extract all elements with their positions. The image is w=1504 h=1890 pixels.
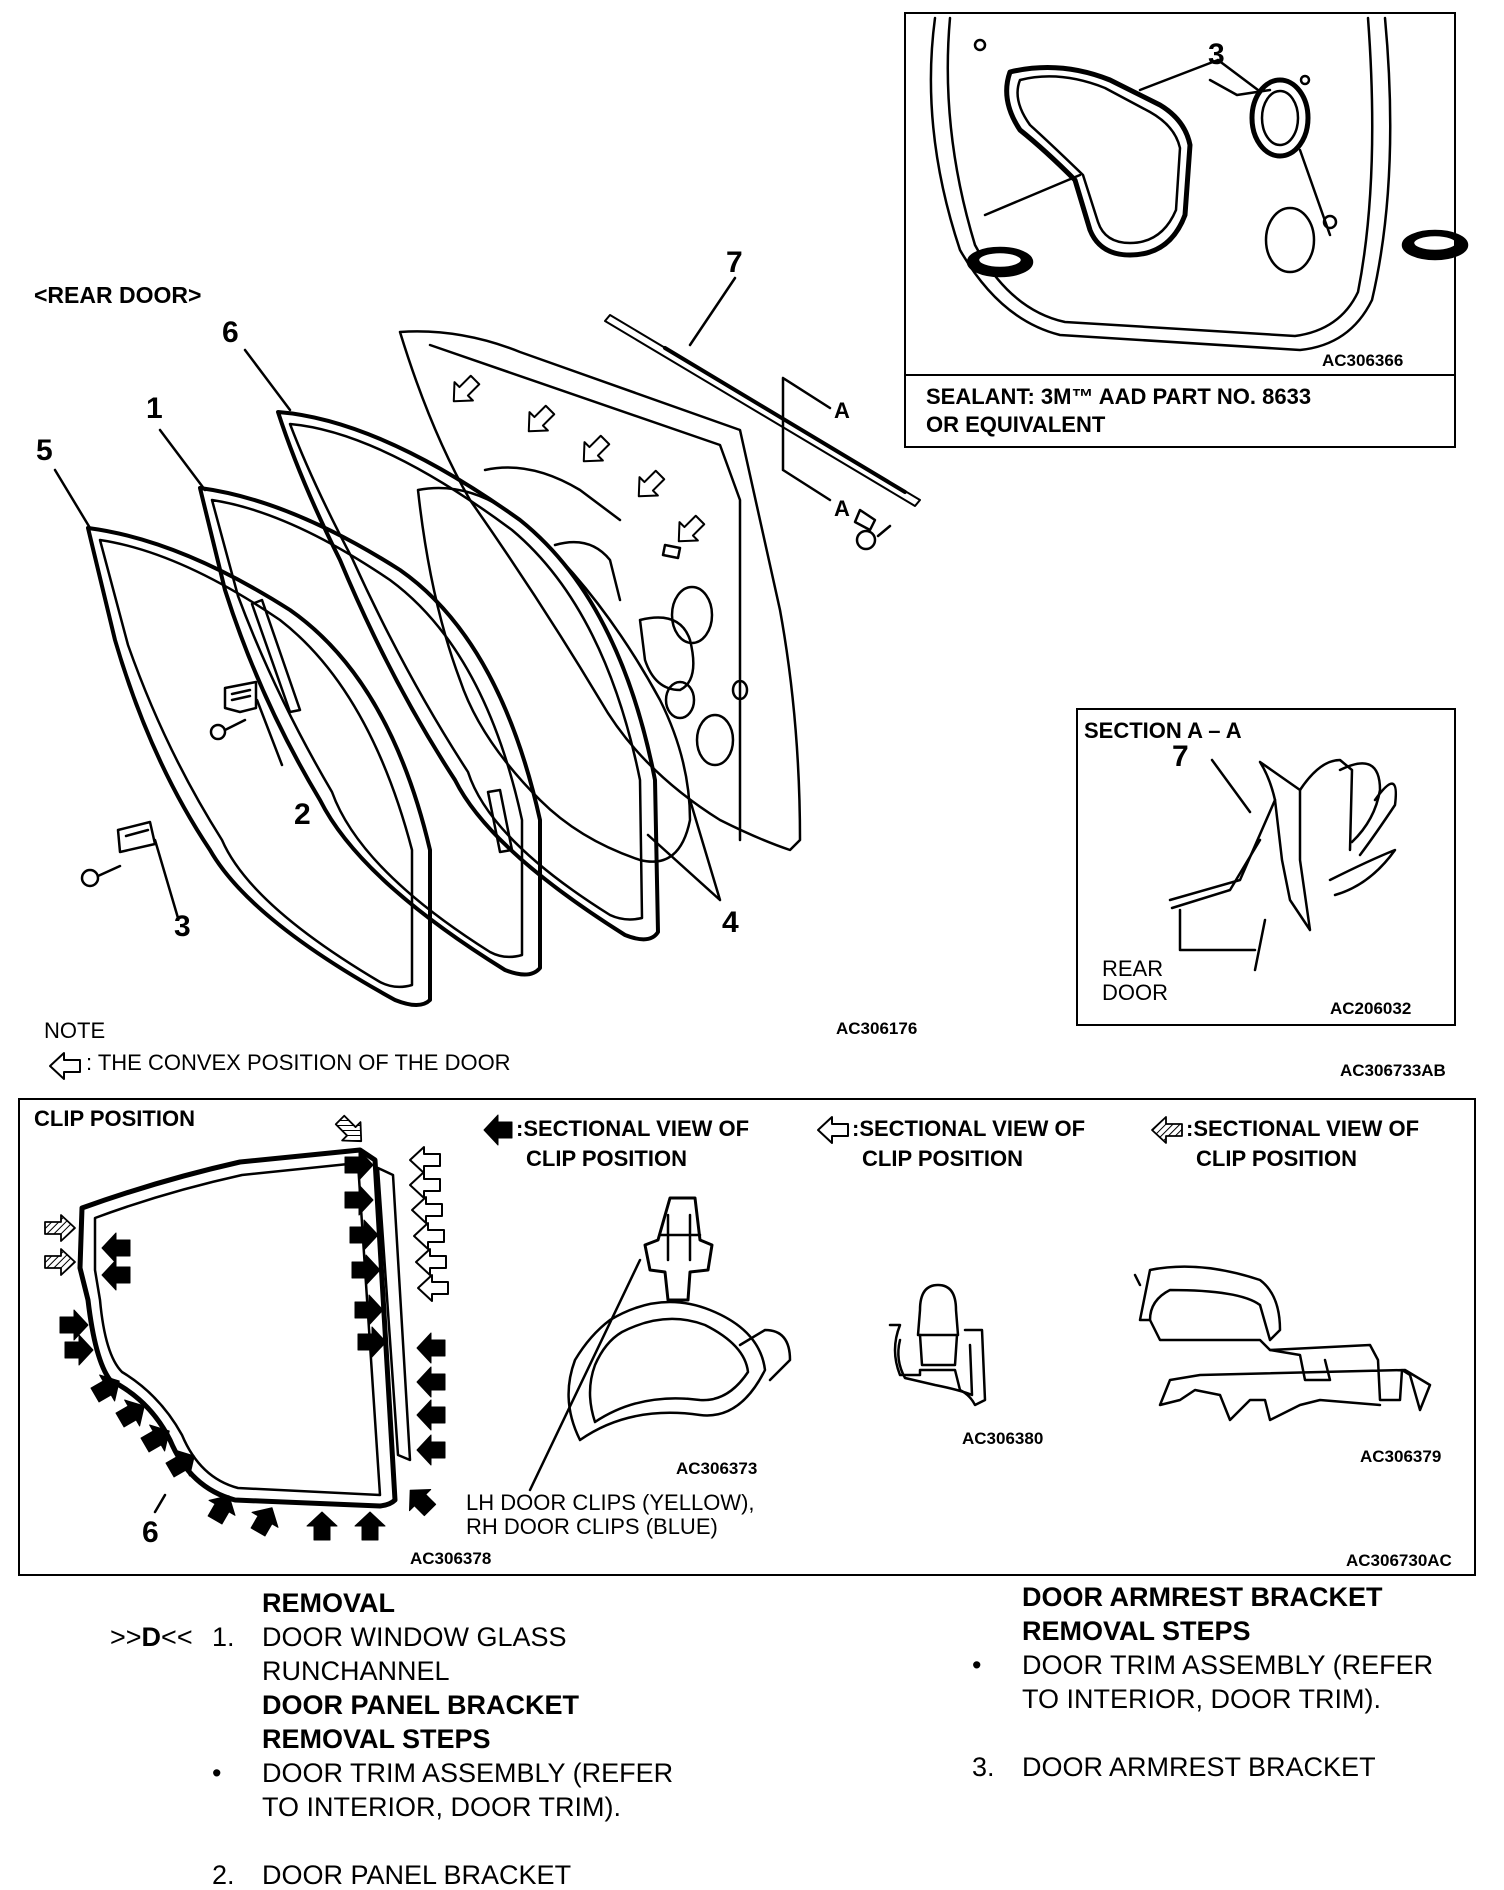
panel-trim-line-1: DOOR TRIM ASSEMBLY (REFER bbox=[262, 1758, 674, 1788]
section-aa-label-line-1: REAR bbox=[1102, 956, 1164, 981]
section-marker-a-bottom: A bbox=[834, 496, 850, 521]
removal-heading: REMOVAL bbox=[262, 1588, 395, 1618]
weatherstrip-5 bbox=[86, 526, 432, 1007]
step-1-line-1: DOOR WINDOW GLASS bbox=[262, 1622, 567, 1652]
sealant-line-1: SEALANT: 3M™ AAD PART NO. 8633 bbox=[926, 384, 1312, 409]
step-2-number: 2. bbox=[212, 1860, 235, 1890]
runchannel-7 bbox=[604, 314, 921, 551]
sealant-door-drawing bbox=[929, 16, 1469, 352]
armrest-bullet: • bbox=[972, 1650, 982, 1680]
step-1-number: 1. bbox=[212, 1622, 235, 1652]
clip-section-view-1 bbox=[528, 1196, 792, 1492]
panel-bracket-heading-line-1: DOOR PANEL BRACKET bbox=[262, 1690, 580, 1720]
main-title: <REAR DOOR> bbox=[34, 282, 202, 308]
section-aa-drawing bbox=[1168, 758, 1398, 972]
legend-1-line-1: :SECTIONAL VIEW OF bbox=[516, 1116, 750, 1141]
panel-bullet: • bbox=[212, 1758, 222, 1788]
callout-1: 1 bbox=[146, 392, 163, 425]
sealant-line-2: OR EQUIVALENT bbox=[926, 412, 1106, 437]
clip-section-code-1: AC306373 bbox=[676, 1459, 758, 1478]
section-aa-box bbox=[1076, 708, 1456, 1026]
step-2-text: DOOR PANEL BRACKET bbox=[262, 1860, 572, 1890]
clip-callout-6: 6 bbox=[142, 1516, 159, 1549]
armrest-bracket-3 bbox=[80, 820, 180, 920]
section-aa-label-line-2: DOOR bbox=[1102, 980, 1168, 1005]
panel-bracket-heading-line-2: REMOVAL STEPS bbox=[262, 1724, 491, 1754]
assembly-code: AC306733AB bbox=[1340, 1061, 1446, 1080]
clip-box-code: AC306730AC bbox=[1346, 1551, 1452, 1570]
legend-3-line-1: :SECTIONAL VIEW OF bbox=[1186, 1116, 1420, 1141]
marker-prefix: >> bbox=[110, 1622, 142, 1652]
clip-section-view-3 bbox=[1133, 1265, 1432, 1422]
note-hollow-arrow bbox=[48, 1051, 82, 1081]
armrest-trim-line-1: DOOR TRIM ASSEMBLY (REFER bbox=[1022, 1650, 1434, 1680]
clip-color-note-line-2: RH DOOR CLIPS (BLUE) bbox=[466, 1514, 718, 1539]
section-cut-line bbox=[781, 376, 832, 502]
callout-4: 4 bbox=[722, 906, 739, 939]
callout-leaders bbox=[53, 276, 737, 902]
callout-3: 3 bbox=[174, 910, 191, 943]
figure-code: AC306176 bbox=[836, 1019, 918, 1038]
section-aa-code: AC206032 bbox=[1330, 999, 1412, 1018]
sealant-inset-box bbox=[904, 12, 1456, 448]
section-aa-title: SECTION A – A bbox=[1084, 718, 1242, 743]
marker-letter: D bbox=[141, 1622, 162, 1652]
clip-color-note-line-1: LH DOOR CLIPS (YELLOW), bbox=[466, 1490, 755, 1515]
note-heading: NOTE bbox=[44, 1018, 106, 1043]
section-aa-callout-7: 7 bbox=[1172, 740, 1189, 773]
panel-bracket-2 bbox=[209, 680, 284, 767]
legend-1-line-2: CLIP POSITION bbox=[526, 1146, 687, 1171]
clip-section-code-2: AC306380 bbox=[962, 1429, 1044, 1448]
note-text: : THE CONVEX POSITION OF THE DOOR bbox=[86, 1050, 511, 1075]
sealant-divider bbox=[904, 374, 1456, 376]
armrest-heading-line-1: DOOR ARMREST BRACKET bbox=[1022, 1582, 1383, 1612]
section-marker-a-top: A bbox=[834, 398, 850, 423]
clip-section-view-2 bbox=[888, 1283, 987, 1407]
clip-outline-code: AC306378 bbox=[410, 1549, 492, 1568]
legend-2-line-2: CLIP POSITION bbox=[862, 1146, 1023, 1171]
step-3-number: 3. bbox=[972, 1752, 995, 1782]
armrest-trim-line-2: TO INTERIOR, DOOR TRIM). bbox=[1022, 1684, 1382, 1714]
marker-suffix: << bbox=[161, 1622, 193, 1652]
weatherstrip-1 bbox=[198, 486, 542, 977]
callout-7: 7 bbox=[726, 246, 743, 279]
callout-6: 6 bbox=[222, 316, 239, 349]
callout-5: 5 bbox=[36, 434, 53, 467]
legend-2-line-1: :SECTIONAL VIEW OF bbox=[852, 1116, 1086, 1141]
convex-position-arrows bbox=[443, 369, 711, 552]
panel-trim-line-2: TO INTERIOR, DOOR TRIM). bbox=[262, 1792, 622, 1822]
callout-2: 2 bbox=[294, 798, 311, 831]
clip-section-code-3: AC306379 bbox=[1360, 1447, 1442, 1466]
step-1-line-2: RUNCHANNEL bbox=[262, 1656, 450, 1686]
step-marker: >>D<< bbox=[110, 1624, 193, 1651]
door-inner-panel bbox=[398, 330, 802, 852]
clip-position-box bbox=[18, 1098, 1476, 1576]
sealant-callout-3: 3 bbox=[1208, 38, 1225, 71]
legend-3-line-2: CLIP POSITION bbox=[1196, 1146, 1357, 1171]
clip-position-outline bbox=[77, 1147, 412, 1514]
step-3-text: DOOR ARMREST BRACKET bbox=[1022, 1752, 1376, 1782]
armrest-heading-line-2: REMOVAL STEPS bbox=[1022, 1616, 1251, 1646]
clip-position-title: CLIP POSITION bbox=[34, 1106, 195, 1131]
sealant-code: AC306366 bbox=[1322, 351, 1404, 370]
